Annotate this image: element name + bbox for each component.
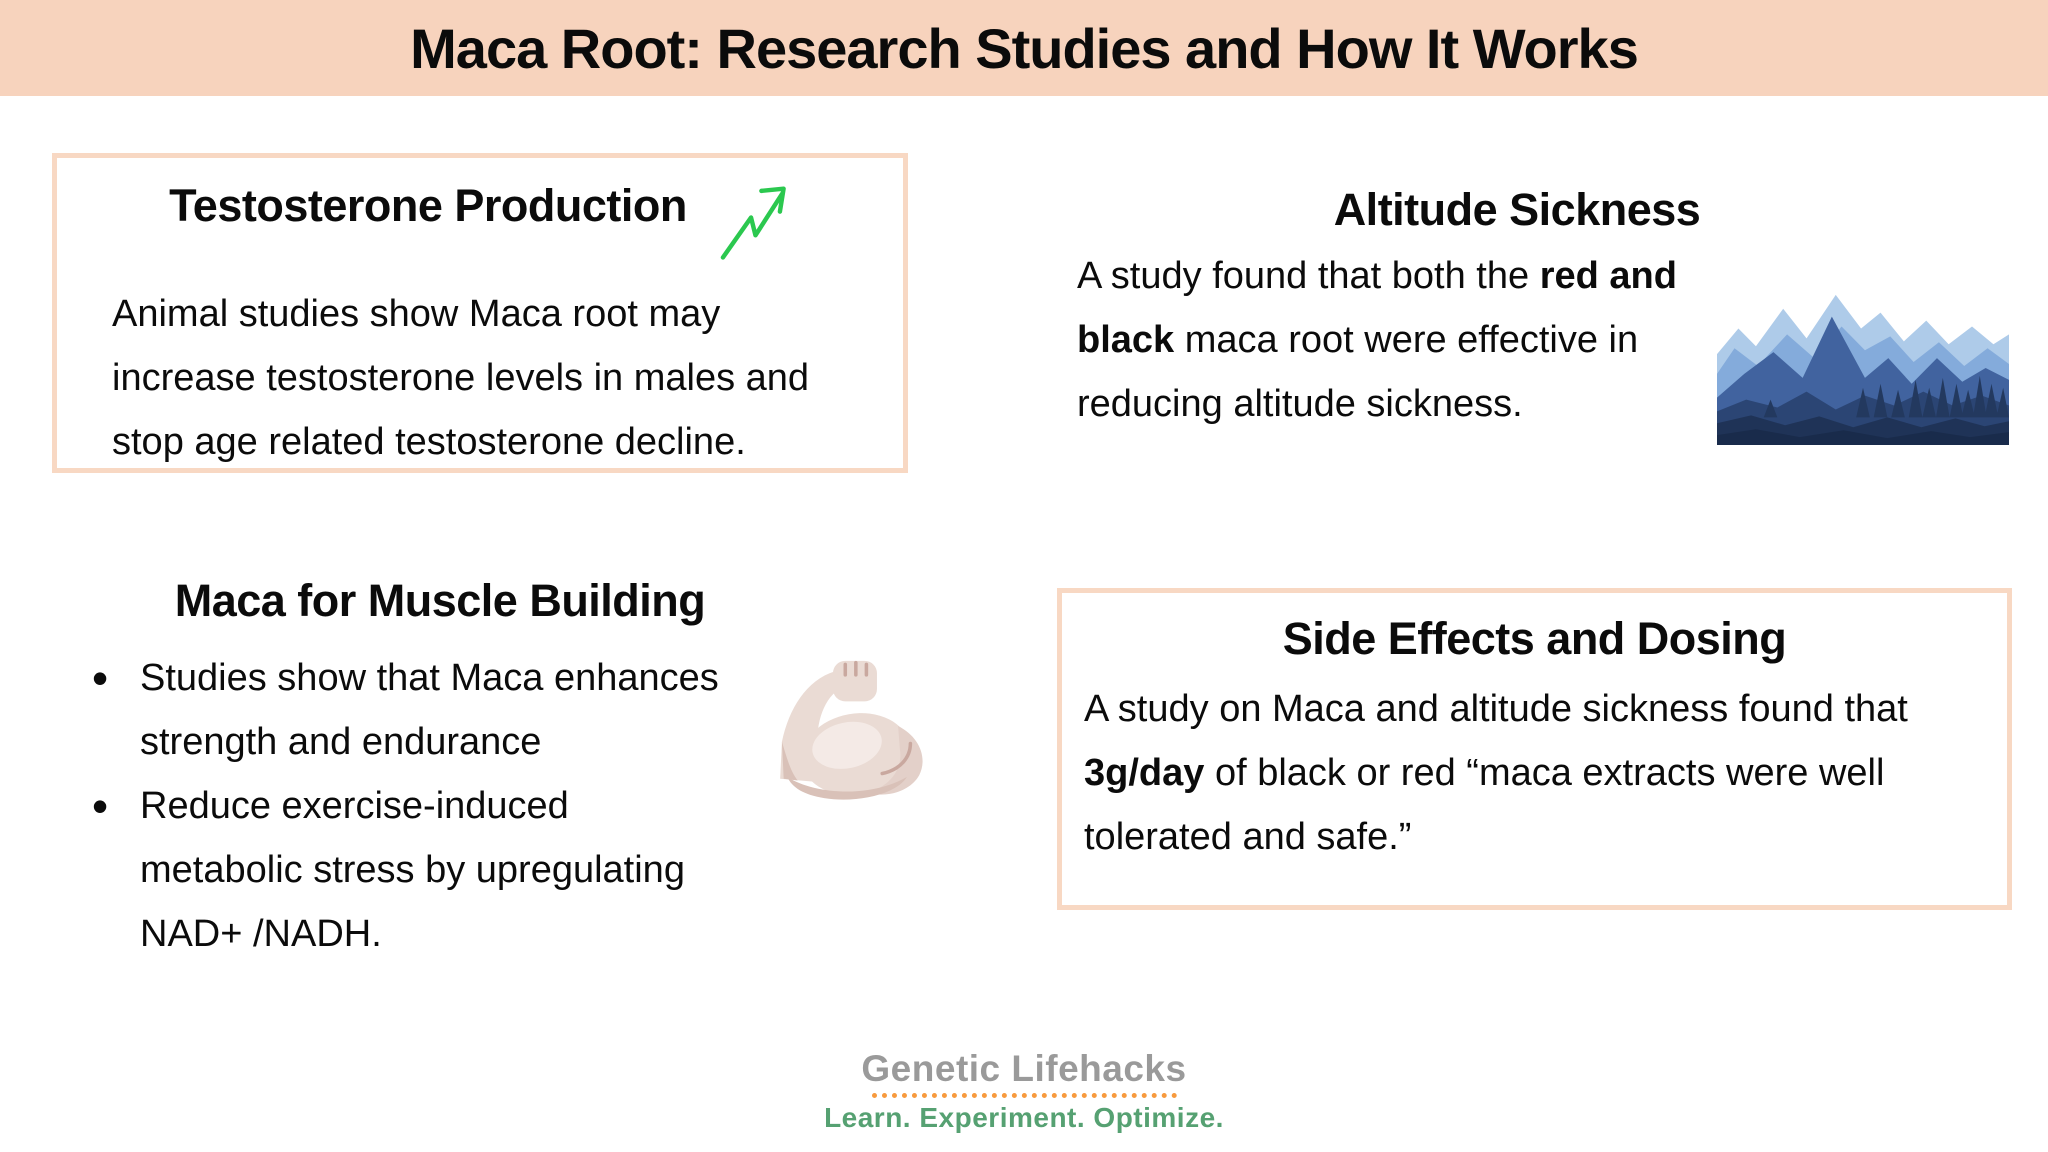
list-item: Reduce exercise-induced metabolic stress… bbox=[92, 774, 719, 966]
altitude-line: reducing altitude sickness. bbox=[1077, 383, 1523, 425]
side-effects-title: Side Effects and Dosing bbox=[1282, 613, 1787, 664]
muscle-bullet-list: Studies show that Maca enhances strength… bbox=[92, 646, 719, 966]
bullet-line: Studies show that Maca enhances bbox=[140, 657, 719, 699]
bullet-line: NAD+ /NADH. bbox=[140, 913, 382, 955]
side-effects-line: tolerated and safe.” bbox=[1084, 816, 1412, 858]
bullet-line: metabolic stress by upregulating bbox=[140, 849, 685, 891]
testosterone-title: Testosterone Production bbox=[169, 180, 687, 231]
page-title: Maca Root: Research Studies and How It W… bbox=[410, 16, 1639, 80]
header-banner: Maca Root: Research Studies and How It W… bbox=[0, 0, 2048, 96]
testosterone-line: increase testosterone levels in males an… bbox=[112, 357, 810, 399]
muscle-title: Maca for Muscle Building bbox=[174, 575, 706, 626]
bullet-line: strength and endurance bbox=[140, 721, 542, 763]
side-effects-title-row: Side Effects and Dosing bbox=[1062, 613, 2007, 665]
brand-name: Genetic Lifehacks bbox=[861, 1048, 1187, 1089]
testosterone-line: Animal studies show Maca root may bbox=[112, 293, 721, 335]
altitude-body: A study found that both the red and blac… bbox=[1077, 244, 1677, 436]
testosterone-title-row: Testosterone Production bbox=[57, 180, 903, 266]
altitude-line: A study found that both the red and bbox=[1077, 255, 1677, 297]
bullet-line: Reduce exercise-induced bbox=[140, 785, 569, 827]
list-item: Studies show that Maca enhances strength… bbox=[92, 646, 719, 774]
side-effects-line: 3g/day of black or red “maca extracts we… bbox=[1084, 752, 1885, 794]
altitude-title: Altitude Sickness bbox=[1333, 184, 1701, 235]
growth-arrow-icon bbox=[720, 186, 786, 260]
testosterone-body: Animal studies show Maca root may increa… bbox=[112, 282, 903, 474]
side-effects-line: A study on Maca and altitude sickness fo… bbox=[1084, 688, 1908, 730]
bullet-text: Studies show that Maca enhances strength… bbox=[140, 646, 719, 774]
bullet-icon bbox=[92, 774, 140, 845]
brand-tagline: Learn. Experiment. Optimize. bbox=[824, 1102, 1224, 1133]
testosterone-line: stop age related testosterone decline. bbox=[112, 421, 746, 463]
mountains-illustration bbox=[1717, 287, 2009, 445]
side-effects-section: Side Effects and Dosing A study on Maca … bbox=[1057, 588, 2012, 910]
flexed-biceps-emoji bbox=[780, 660, 923, 800]
testosterone-section: Testosterone Production Animal studies s… bbox=[52, 153, 908, 473]
bullet-text: Reduce exercise-induced metabolic stress… bbox=[140, 774, 685, 966]
altitude-line: black maca root were effective in bbox=[1077, 319, 1639, 361]
bullet-icon bbox=[92, 646, 140, 717]
side-effects-body: A study on Maca and altitude sickness fo… bbox=[1084, 677, 2007, 869]
dotted-divider bbox=[871, 1093, 1177, 1098]
footer-logo: Genetic Lifehacks Learn. Experiment. Opt… bbox=[0, 1048, 2048, 1134]
